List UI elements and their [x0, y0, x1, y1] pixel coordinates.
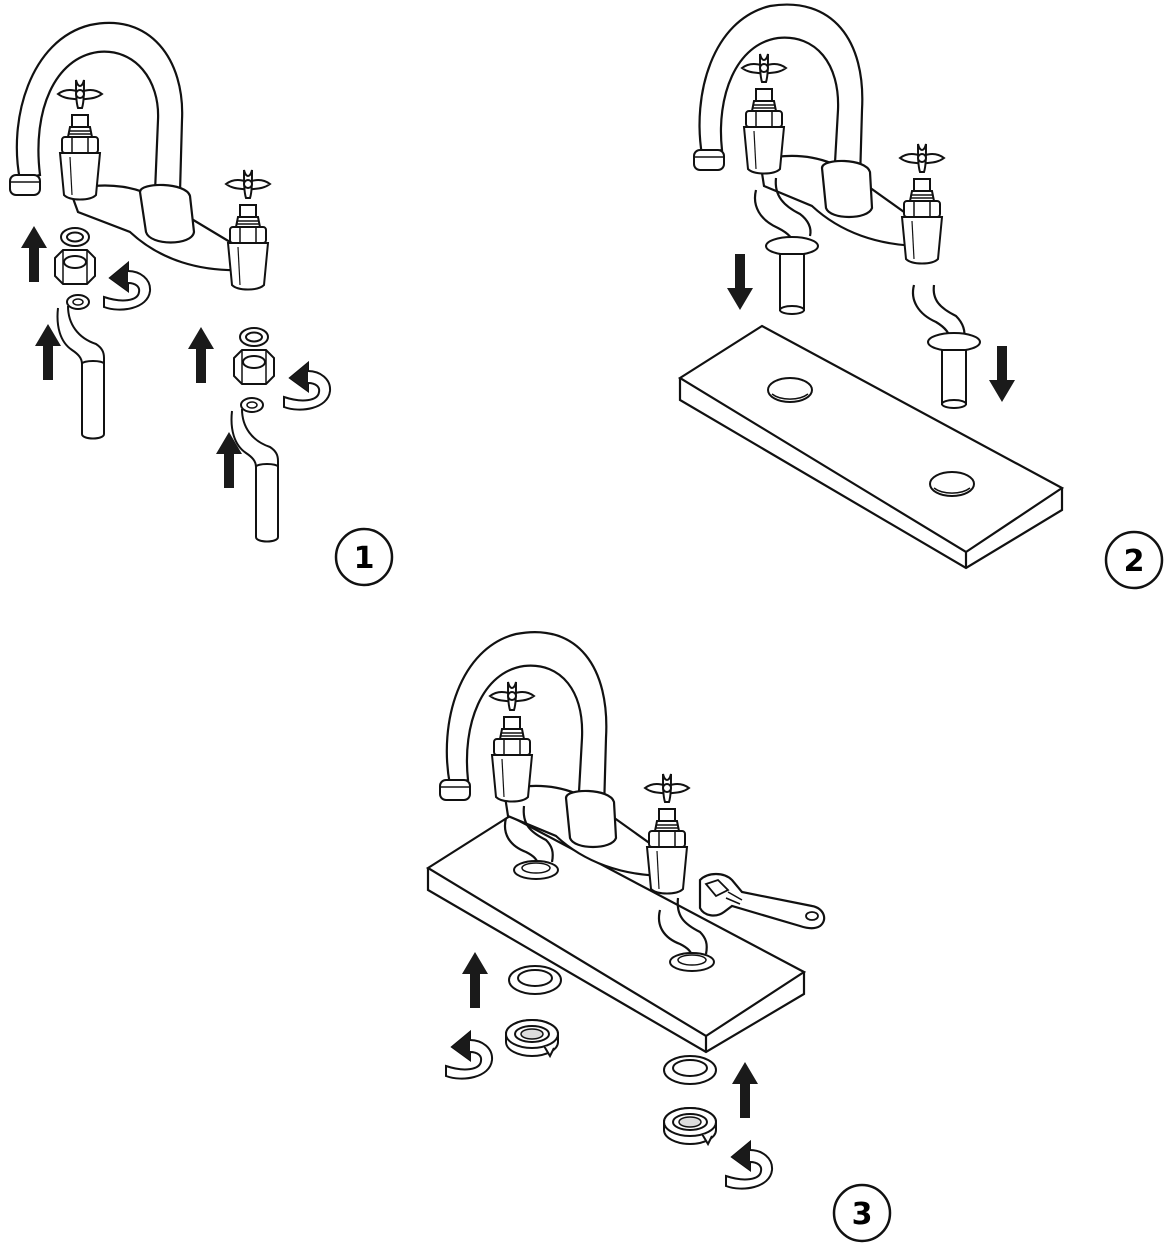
step-3-illustration	[428, 632, 824, 1189]
arrow-up-icon	[35, 324, 61, 380]
arrow-up-icon	[188, 327, 214, 383]
rotate-arrow-icon	[446, 1032, 492, 1079]
step-1-number: 1	[354, 541, 375, 576]
arrow-up-icon	[732, 1062, 758, 1118]
rotate-arrow-icon	[284, 363, 330, 410]
step-2-number: 2	[1124, 544, 1145, 579]
step-2-illustration	[680, 5, 1062, 568]
arrow-down-icon	[989, 346, 1015, 402]
arrow-down-icon	[727, 254, 753, 310]
rotate-arrow-icon	[726, 1142, 772, 1189]
wrench-icon	[700, 874, 824, 928]
step-2-badge: 2	[1106, 532, 1162, 588]
step-3-number: 3	[852, 1197, 873, 1232]
arrow-up-icon	[21, 226, 47, 282]
rotate-arrow-icon	[104, 263, 150, 310]
step-1-illustration	[10, 23, 330, 542]
step-3-badge: 3	[834, 1185, 890, 1241]
arrow-up-icon	[462, 952, 488, 1008]
step-1-badge: 1	[336, 529, 392, 585]
